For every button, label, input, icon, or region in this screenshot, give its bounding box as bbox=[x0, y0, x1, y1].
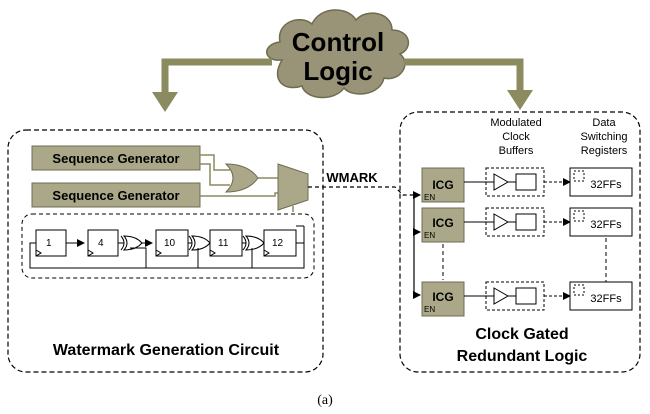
control-arrow-left bbox=[161, 58, 272, 95]
buffers-header-line1: Modulated bbox=[490, 117, 541, 129]
clock-gated-logic-container bbox=[399, 111, 641, 373]
xor-gate-2 bbox=[190, 235, 211, 251]
icg-row-2: ICG EN 32FFs bbox=[421, 207, 633, 243]
icg-3-en-label: EN bbox=[424, 305, 435, 314]
icg-3 bbox=[421, 281, 465, 317]
icg-2-en-label: EN bbox=[424, 231, 435, 240]
generator-wires bbox=[200, 154, 278, 197]
figure-caption: (a) bbox=[317, 393, 333, 408]
control-arrows bbox=[161, 58, 524, 95]
icg-fanout-wires bbox=[413, 191, 421, 299]
lfsr-xor-gates bbox=[120, 235, 265, 251]
register-3 bbox=[569, 281, 633, 311]
wmark-label: WMARK bbox=[326, 170, 378, 185]
icg-1-en-label: EN bbox=[424, 193, 435, 202]
watermark-generation-title: Watermark Generation Circuit bbox=[53, 342, 280, 359]
register-2 bbox=[569, 207, 633, 237]
lfsr-ff-11: 11 bbox=[209, 229, 243, 257]
lfsr-ff-4: 4 bbox=[87, 229, 119, 257]
icg-1 bbox=[421, 167, 465, 203]
lfsr-ff-10: 10 bbox=[155, 229, 189, 257]
wmark-signal-line bbox=[308, 186, 414, 196]
registers-header: Data Switching Registers bbox=[580, 117, 627, 157]
register-3-label: 32FFs bbox=[590, 293, 622, 305]
or-gate bbox=[224, 163, 259, 193]
register-2-label: 32FFs bbox=[590, 219, 622, 231]
control-arrow-right bbox=[404, 58, 524, 92]
lfsr-ff-1: 1 bbox=[35, 229, 67, 257]
clock-gated-title-line2: Redundant Logic bbox=[457, 348, 588, 365]
sequence-generator-2-label: Sequence Generator bbox=[52, 188, 179, 203]
lfsr-ff-10-label: 10 bbox=[164, 238, 176, 249]
icg-2 bbox=[421, 207, 465, 243]
lfsr-ff-1-label: 1 bbox=[46, 238, 52, 249]
lfsr-ff-11-label: 11 bbox=[218, 238, 229, 249]
buffers-header: Modulated Clock Buffers bbox=[490, 117, 541, 157]
lfsr-wires bbox=[29, 226, 305, 269]
xor-gate-3 bbox=[244, 235, 265, 251]
lfsr-container bbox=[21, 213, 315, 279]
icg-2-label: ICG bbox=[432, 216, 453, 230]
watermark-generation-container bbox=[7, 129, 324, 373]
buffers-header-line3: Buffers bbox=[499, 145, 534, 157]
lfsr-ff-4-label: 4 bbox=[98, 238, 104, 249]
sequence-generator-2: Sequence Generator bbox=[31, 182, 201, 208]
sequence-generator-1: Sequence Generator bbox=[31, 145, 201, 171]
clock-gated-title-line1: Clock Gated bbox=[475, 326, 568, 343]
control-logic-label-line2: Logic bbox=[303, 56, 372, 86]
control-logic-label-line1: Control bbox=[292, 27, 384, 57]
control-arrow-left-head bbox=[152, 92, 178, 112]
registers-header-line2: Switching bbox=[580, 131, 627, 143]
sequence-generator-1-label: Sequence Generator bbox=[52, 151, 179, 166]
mux bbox=[277, 163, 309, 211]
lfsr-ff-12-label: 12 bbox=[272, 238, 284, 249]
buffers-header-line2: Clock bbox=[502, 131, 530, 143]
registers-header-line1: Data bbox=[592, 117, 616, 129]
control-logic-cloud: Control Logic bbox=[266, 9, 410, 99]
lfsr-ff-12: 12 bbox=[263, 229, 297, 257]
icg-row-3: ICG EN 32FFs bbox=[421, 281, 633, 317]
icg-3-label: ICG bbox=[432, 290, 453, 304]
control-arrow-right-head bbox=[507, 90, 533, 110]
icg-1-label: ICG bbox=[432, 178, 453, 192]
registers-header-line3: Registers bbox=[581, 145, 628, 157]
icg-row-1: ICG EN 32FFs bbox=[421, 167, 633, 203]
register-1 bbox=[569, 167, 633, 197]
register-1-label: 32FFs bbox=[590, 179, 622, 191]
